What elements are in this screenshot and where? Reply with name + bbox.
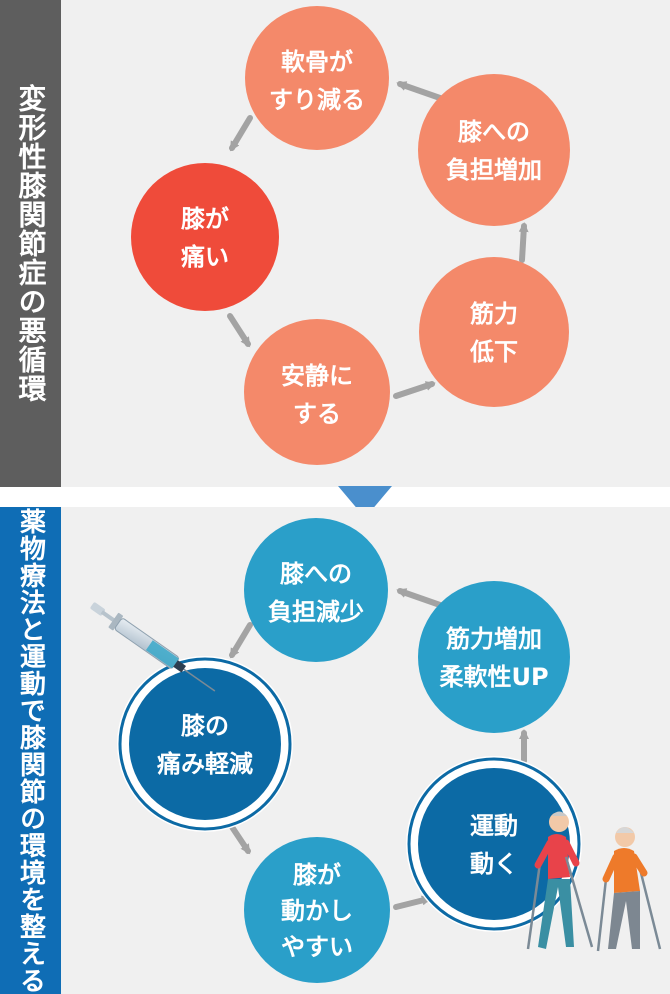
svg-text:動く: 動く xyxy=(470,850,518,878)
svg-text:痛み軽減: 痛み軽減 xyxy=(157,750,253,778)
arrow-strength-to-loadless xyxy=(396,588,443,608)
svg-text:運動: 運動 xyxy=(470,812,518,840)
node-easy-movement: 膝が 動かし やすい xyxy=(244,837,390,983)
improvement-cycle-diagram: 膝への 負担減少 筋力増加 柔軟性UP 膝の 痛み軽減 運動 動く 膝が 動かし… xyxy=(90,518,662,983)
improvement-cycle-panel: 薬物療法と運動で膝関節の環境を整える 膝への 負担減少 筋力増加 xyxy=(0,507,670,994)
vicious-cycle-panel: 変形性膝関節症の悪循環 軟骨が すり減る 膝への 負担増加 xyxy=(0,0,670,487)
vicious-cycle-title: 変形性膝関節症の悪循環 xyxy=(14,84,48,403)
svg-text:膝への: 膝への xyxy=(458,118,530,146)
svg-text:膝が: 膝が xyxy=(181,205,229,233)
node-pain-relief: 膝の 痛み軽減 xyxy=(117,656,293,832)
node-cartilage: 軟骨が すり減る xyxy=(245,6,389,150)
improvement-cycle-sidebar: 薬物療法と運動で膝関節の環境を整える xyxy=(0,507,61,994)
arrow-loadless-to-painless xyxy=(229,622,253,659)
arrow-pain-to-rest xyxy=(227,313,251,348)
svg-text:膝の: 膝の xyxy=(181,712,229,740)
svg-text:やすい: やすい xyxy=(281,933,353,961)
vicious-cycle-diagram: 軟骨が すり減る 膝への 負担増加 膝が 痛い 筋力 低下 安静に する xyxy=(131,6,570,465)
svg-text:軟骨が: 軟骨が xyxy=(281,48,353,76)
arrow-cartilage-to-pain xyxy=(229,115,253,152)
arrow-load-to-cartilage xyxy=(396,81,443,101)
arrow-painless-to-movable xyxy=(229,824,251,855)
svg-text:痛い: 痛い xyxy=(181,243,229,271)
arrow-muscle-to-load xyxy=(518,222,529,263)
svg-text:安静に: 安静に xyxy=(281,362,353,390)
svg-text:低下: 低下 xyxy=(469,338,518,366)
syringe-icon xyxy=(90,602,216,692)
svg-text:膝への: 膝への xyxy=(280,560,352,588)
node-load-increase: 膝への 負担増加 xyxy=(418,74,570,226)
arrow-rest-to-muscle xyxy=(393,381,436,399)
svg-text:動かし: 動かし xyxy=(281,897,353,925)
improvement-cycle-title: 薬物療法と運動で膝関節の環境を整える xyxy=(15,507,46,994)
node-muscle-weakness: 筋力 低下 xyxy=(419,257,569,407)
svg-text:柔軟性UP: 柔軟性UP xyxy=(439,663,548,691)
svg-text:筋力増加: 筋力増加 xyxy=(445,625,542,653)
node-knee-pain: 膝が 痛い xyxy=(131,163,279,311)
svg-text:すり減る: すり減る xyxy=(269,86,365,114)
arrow-movable-to-exercise xyxy=(393,895,432,910)
svg-text:負担減少: 負担減少 xyxy=(268,598,364,626)
elderly-walkers-icon xyxy=(526,811,662,952)
svg-text:膝が: 膝が xyxy=(293,861,341,889)
transition-arrow xyxy=(338,486,392,518)
vicious-cycle-sidebar: 変形性膝関節症の悪循環 xyxy=(0,0,61,487)
node-load-decrease: 膝への 負担減少 xyxy=(244,518,388,662)
node-exercise: 運動 動く xyxy=(406,756,582,932)
node-strength-flexibility: 筋力増加 柔軟性UP xyxy=(418,581,570,733)
svg-text:負担増加: 負担増加 xyxy=(446,156,542,184)
node-rest: 安静に する xyxy=(244,319,390,465)
svg-text:する: する xyxy=(293,400,341,428)
svg-text:筋力: 筋力 xyxy=(469,300,518,328)
